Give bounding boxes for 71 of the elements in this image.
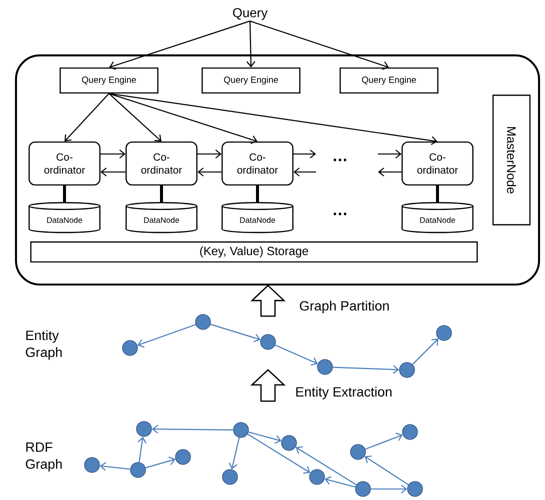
graph-vertex xyxy=(222,469,238,485)
coordinator-box: Co- ordinator xyxy=(402,141,474,186)
arrow xyxy=(145,456,176,468)
query-engine-box: Query Engine xyxy=(340,67,438,94)
arrow xyxy=(100,150,126,158)
graph-vertex xyxy=(136,421,152,437)
arrow xyxy=(378,150,402,158)
arrow xyxy=(197,150,222,158)
graph-vertex xyxy=(195,314,211,330)
query-text: Query xyxy=(232,8,268,20)
arrow xyxy=(293,150,316,158)
graph-vertex xyxy=(317,359,333,375)
arrow xyxy=(332,365,400,374)
arrow xyxy=(152,424,234,434)
connector-line xyxy=(436,186,439,202)
arrow xyxy=(370,484,408,494)
arrow xyxy=(365,432,403,450)
master-node-box: MasterNode xyxy=(492,94,531,226)
graph-vertex xyxy=(233,422,249,438)
ellipsis: … xyxy=(334,158,346,162)
arrow xyxy=(210,324,260,342)
arrow xyxy=(364,456,409,486)
arrow xyxy=(324,476,356,488)
graph-vertex xyxy=(309,469,325,485)
graph-vertex xyxy=(407,481,423,497)
arrow xyxy=(250,20,389,70)
arrow xyxy=(64,93,110,142)
arrow xyxy=(108,93,162,142)
step-label: Graph Partition xyxy=(300,300,389,314)
connector-line xyxy=(63,186,66,202)
arrow xyxy=(247,434,310,474)
graph-label: Entity Graph xyxy=(26,330,62,360)
ellipsis: … xyxy=(334,212,346,216)
arrow xyxy=(412,338,438,365)
storage-bar: (Key, Value) Storage xyxy=(30,241,478,263)
graph-vertex xyxy=(84,457,100,473)
arrow xyxy=(109,20,250,70)
graph-vertex xyxy=(355,481,371,497)
arrow xyxy=(275,344,318,366)
graph-label: RDF Graph xyxy=(26,442,62,472)
arrow xyxy=(246,21,256,68)
step-label: Entity Extraction xyxy=(296,386,392,400)
query-engine-box: Query Engine xyxy=(202,67,300,94)
master-node-frame xyxy=(14,54,540,286)
graph-vertex xyxy=(402,424,418,440)
arrow xyxy=(248,432,282,444)
arrow xyxy=(100,168,126,176)
arrow xyxy=(137,324,196,348)
arrow xyxy=(378,168,402,176)
connector-line xyxy=(160,186,163,202)
arrow xyxy=(108,93,438,146)
connector-line xyxy=(256,186,259,202)
graph-vertex xyxy=(175,449,191,465)
arrow xyxy=(138,436,146,462)
coordinator-box: Co- ordinator xyxy=(222,141,294,186)
graph-vertex xyxy=(399,362,415,378)
arrow xyxy=(228,438,240,470)
graph-vertex xyxy=(281,435,297,451)
graph-vertex xyxy=(350,444,366,460)
query-engine-box: Query Engine xyxy=(60,67,158,94)
coordinator-box: Co- ordinator xyxy=(126,141,198,186)
graph-vertex xyxy=(130,462,146,478)
arrow xyxy=(293,168,316,176)
arrow xyxy=(108,93,258,144)
graph-vertex xyxy=(436,325,452,341)
graph-vertex xyxy=(122,340,138,356)
arrow xyxy=(296,446,357,486)
graph-vertex xyxy=(260,334,276,350)
arrow xyxy=(197,168,222,176)
arrow xyxy=(100,462,130,471)
coordinator-box: Co- ordinator xyxy=(28,141,100,186)
